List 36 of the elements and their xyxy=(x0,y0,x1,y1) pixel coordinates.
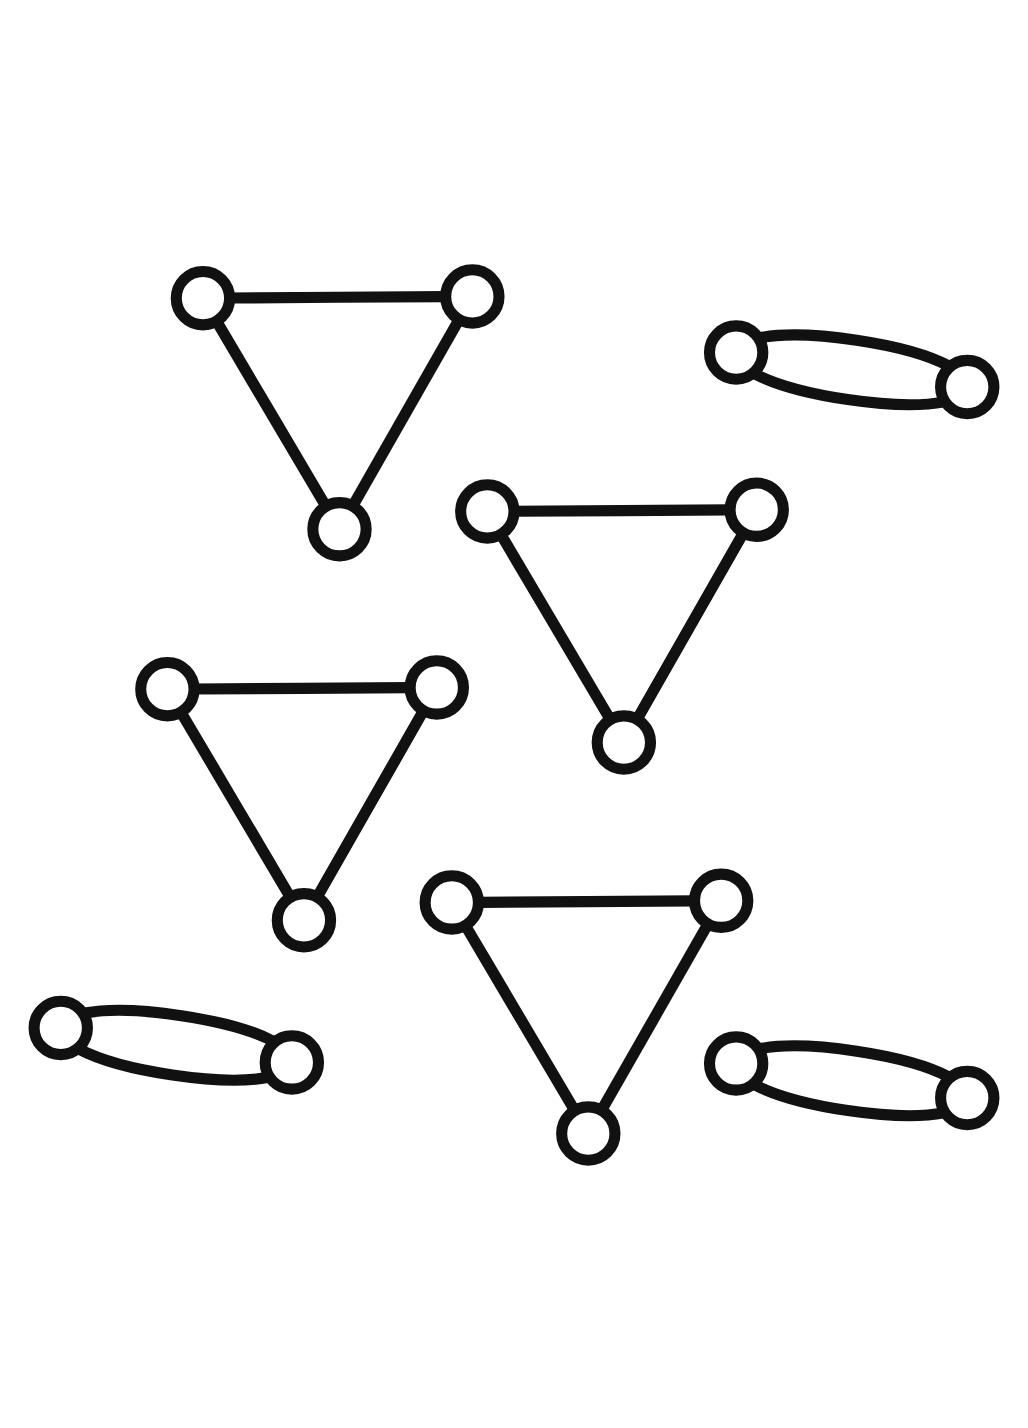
node-circle xyxy=(307,496,372,561)
node-circle xyxy=(440,263,505,328)
connector xyxy=(84,1004,277,1046)
node-circle xyxy=(259,1029,325,1094)
node-circle xyxy=(724,476,789,541)
node-circle xyxy=(703,319,769,384)
node-circle xyxy=(419,869,484,934)
connector xyxy=(348,315,464,507)
node-circle xyxy=(170,264,236,330)
node-circle xyxy=(404,654,469,719)
node-circle xyxy=(28,994,93,1060)
connector xyxy=(514,503,731,516)
connector xyxy=(633,529,749,720)
node-circle xyxy=(271,887,337,952)
connector xyxy=(194,681,411,694)
connector xyxy=(759,328,952,371)
connector xyxy=(478,894,695,907)
connector xyxy=(176,708,295,898)
connector xyxy=(759,1039,952,1082)
node-circle xyxy=(455,478,520,543)
connector xyxy=(229,290,446,303)
connector xyxy=(313,706,429,898)
node-circle xyxy=(556,1100,621,1165)
node-circle xyxy=(591,709,657,774)
connector xyxy=(460,921,579,1112)
connector xyxy=(211,317,330,507)
node-circle xyxy=(935,353,1000,419)
connector xyxy=(752,367,945,410)
node-circle xyxy=(688,867,754,932)
connector xyxy=(597,920,713,1111)
connector xyxy=(752,1078,945,1120)
connector xyxy=(77,1043,270,1085)
node-circle xyxy=(703,1030,769,1095)
node-circle xyxy=(935,1064,1000,1130)
connector xyxy=(496,530,615,721)
node-circle xyxy=(135,655,200,721)
